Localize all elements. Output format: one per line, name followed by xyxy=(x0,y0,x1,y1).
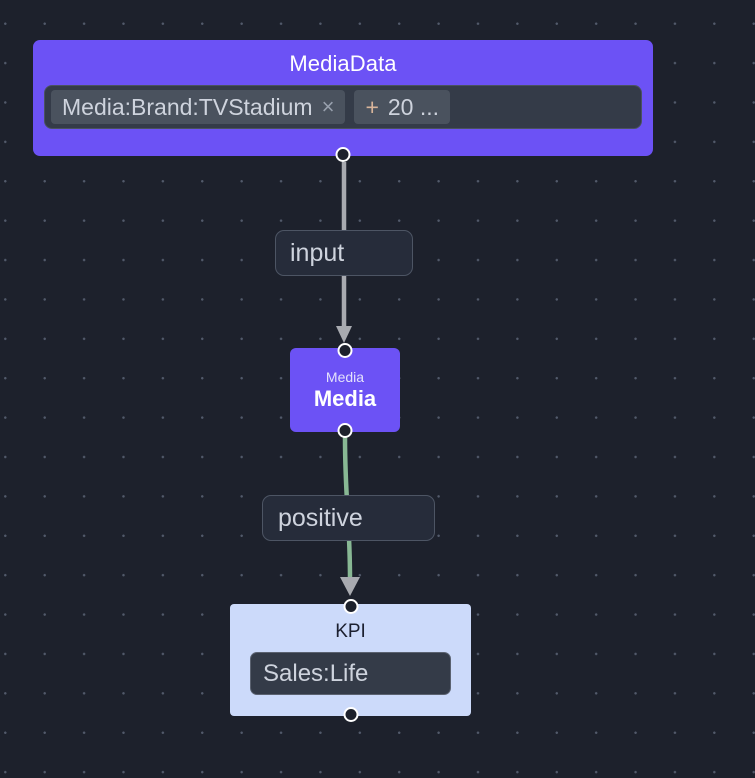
port-media-input[interactable] xyxy=(337,342,353,358)
port-mediadata-output[interactable] xyxy=(335,146,351,162)
node-mediadata-title: MediaData xyxy=(289,51,397,76)
node-kpi[interactable]: KPI Sales:Life xyxy=(230,598,471,722)
tag-overflow-label: 20 ... xyxy=(387,93,440,120)
kpi-value-label: Sales:Life xyxy=(263,659,369,687)
kpi-value-chip[interactable]: Sales:Life xyxy=(250,652,451,695)
close-icon[interactable]: × xyxy=(321,94,335,119)
node-media-subtitle: Media xyxy=(325,368,365,385)
edge-label-input[interactable]: input xyxy=(275,230,413,276)
tag-overflow-chip[interactable]: + 20 ... xyxy=(354,90,451,124)
node-media-title: Media xyxy=(313,385,377,411)
port-kpi-input[interactable] xyxy=(343,598,358,614)
tag-chip[interactable]: Media:Brand:TVStadium × xyxy=(51,90,346,124)
node-mediadata[interactable]: MediaData Media:Brand:TVStadium × + 20 .… xyxy=(33,40,653,162)
edge-label-positive[interactable]: positive xyxy=(262,495,435,541)
node-kpi-title: KPI xyxy=(335,621,366,642)
edge-label-positive-text: positive xyxy=(278,503,363,532)
port-media-output[interactable] xyxy=(337,422,353,438)
node-media[interactable]: Media Media xyxy=(290,342,400,438)
tag-chip-label: Media:Brand:TVStadium xyxy=(62,93,313,120)
plus-icon: + xyxy=(365,93,379,120)
port-kpi-output[interactable] xyxy=(343,706,358,722)
edge-arrow-input xyxy=(336,326,352,343)
mediadata-tag-tray[interactable]: Media:Brand:TVStadium × + 20 ... xyxy=(44,85,642,129)
edge-label-input-text: input xyxy=(290,238,345,267)
edge-arrow-positive xyxy=(340,577,360,596)
